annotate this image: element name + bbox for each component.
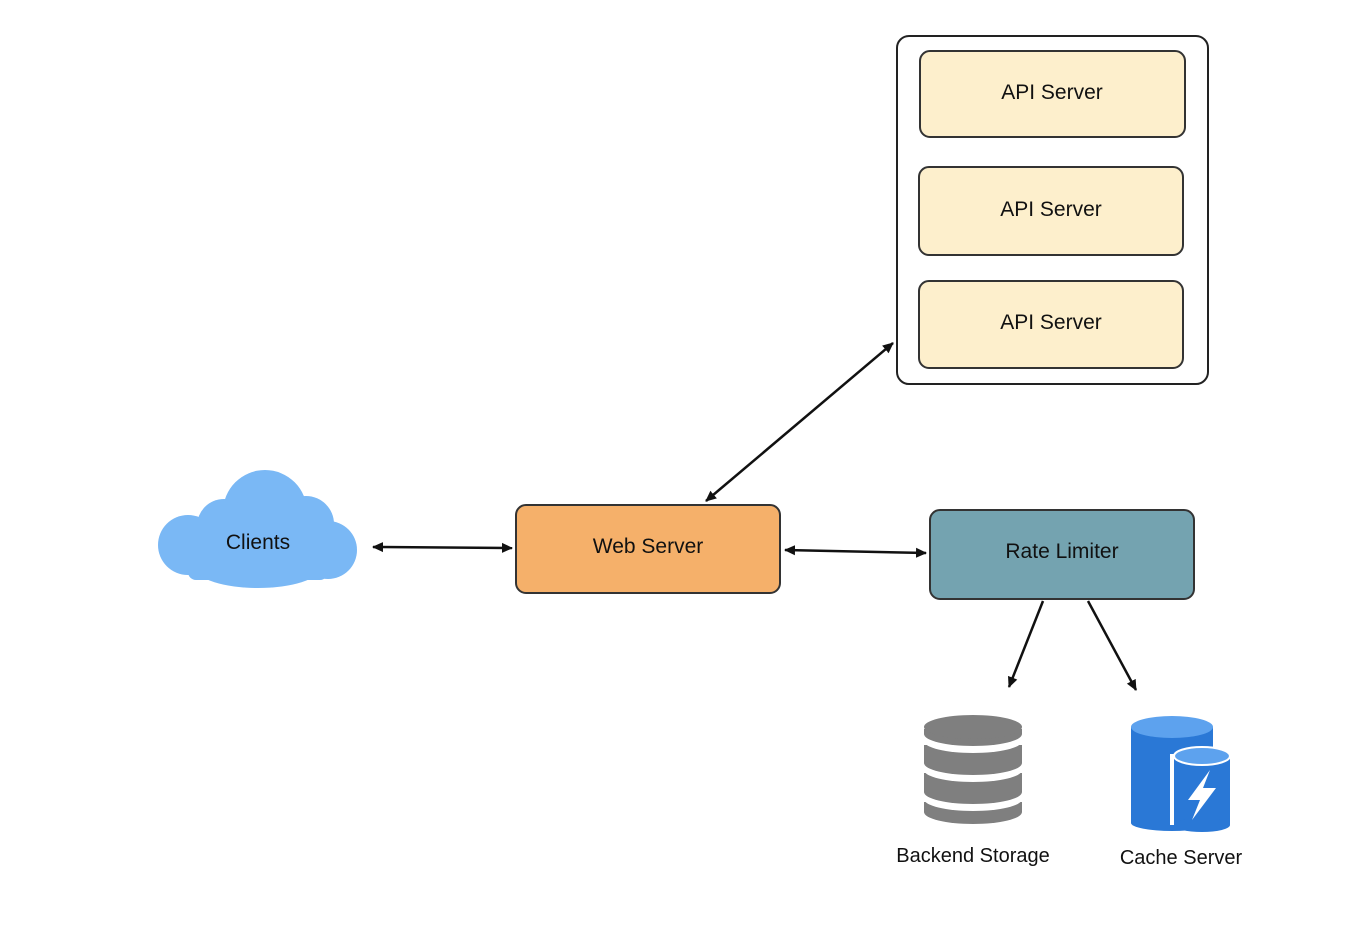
- web-server-rate-limiter-arrow: [784, 545, 927, 558]
- backend-storage-node[interactable]: Backend Storage: [896, 715, 1050, 867]
- api-server-node[interactable]: API Server: [918, 280, 1184, 369]
- api-server-group[interactable]: API Server API Server API Server: [896, 35, 1209, 385]
- api-server-label: API Server: [1000, 198, 1102, 221]
- rate-limiter-cache-arrow: [1086, 600, 1138, 691]
- cache-server-icon: [1131, 716, 1232, 832]
- cache-server-node[interactable]: Cache Server: [1120, 716, 1243, 869]
- api-server-box: [919, 50, 1186, 138]
- api-server-box: [918, 166, 1184, 256]
- backend-storage-label: Backend Storage: [896, 845, 1049, 867]
- web-server-box: [515, 504, 781, 594]
- lightning-bolt-icon: [1188, 770, 1216, 820]
- api-server-label: API Server: [1000, 311, 1102, 334]
- api-server-node[interactable]: API Server: [918, 166, 1184, 256]
- rate-limiter-box: [929, 509, 1195, 600]
- rate-limiter-storage-arrow: [1007, 600, 1045, 688]
- api-server-box: [918, 280, 1184, 369]
- rate-limiter-label: Rate Limiter: [1005, 540, 1118, 563]
- api-server-label: API Server: [1001, 81, 1103, 104]
- api-server-node[interactable]: API Server: [919, 50, 1186, 138]
- clients-label: Clients: [226, 531, 290, 554]
- clients-node[interactable]: Clients: [158, 470, 357, 588]
- clients-web-server-arrow: [372, 542, 513, 553]
- web-server-node[interactable]: Web Server: [515, 504, 781, 594]
- web-server-api-group-arrow: [705, 342, 894, 502]
- cloud-icon: [158, 470, 357, 588]
- cache-server-label: Cache Server: [1120, 847, 1243, 869]
- database-icon: [924, 715, 1022, 824]
- rate-limiter-node[interactable]: Rate Limiter: [929, 509, 1195, 600]
- web-server-label: Web Server: [593, 535, 704, 558]
